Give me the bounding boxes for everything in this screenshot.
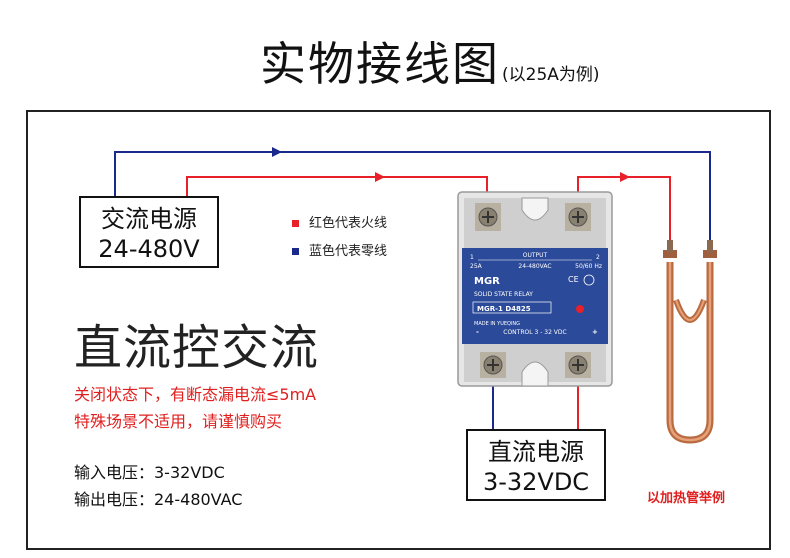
dc-source-voltage: 3-32VDC <box>482 468 590 496</box>
warning-leakage: 关闭状态下，有断态漏电流≤5mA <box>74 385 317 404</box>
heater-left-nut <box>663 250 677 258</box>
heater-right-nut <box>703 250 717 258</box>
relay-plus: + <box>592 328 598 336</box>
terminal-1-screw <box>475 203 501 231</box>
relay-terminal-1-label: 1 <box>470 254 474 261</box>
legend-blue: 蓝色代表零线 <box>292 240 387 259</box>
live-wire-arrow-2 <box>620 172 630 182</box>
live-wire-ac <box>186 176 488 212</box>
relay-led <box>576 305 584 313</box>
dc-source-label: 直流电源 <box>488 438 584 466</box>
red-square-icon <box>292 220 299 227</box>
relay-top-slot <box>521 197 549 221</box>
legend-blue-label: 蓝色代表零线 <box>309 244 388 259</box>
relay-spec-left: 25A <box>470 263 483 270</box>
relay-model: MGR-1 D4825 <box>477 305 531 313</box>
ac-power-source-box: 交流电源 24-480V <box>79 196 219 268</box>
heater-right-terminal <box>707 240 713 252</box>
dc-controls-ac-heading: 直流控交流 <box>74 320 320 376</box>
relay-spec-right: 50/60 Hz <box>575 263 602 270</box>
warning-special: 特殊场景不适用，请谨慎购买 <box>74 412 283 431</box>
relay-control: CONTROL 3 - 32 VDC <box>503 329 566 336</box>
ac-source-voltage: 24-480V <box>98 235 200 263</box>
relay-brand: MGR <box>474 276 500 287</box>
relay-minus: - <box>476 328 479 336</box>
ccc-mark <box>583 274 595 286</box>
ce-mark: CE <box>568 275 579 284</box>
relay-output-label: OUTPUT <box>523 252 548 259</box>
relay-bottom-slot <box>521 361 549 387</box>
relay-spec-mid: 24-480VAC <box>518 263 551 270</box>
terminal-minus-screw <box>480 352 506 378</box>
heater-left-terminal <box>667 240 673 252</box>
heater-tube <box>663 240 717 444</box>
legend-red-label: 红色代表火线 <box>309 216 388 231</box>
spec-output-voltage: 输出电压：24-480VAC <box>74 490 243 509</box>
diagram-frame <box>26 110 771 550</box>
relay-type: SOLID STATE RELAY <box>474 291 533 298</box>
title-main: 实物接线图 <box>260 37 500 91</box>
live-wire-arrow-1 <box>375 172 385 182</box>
terminal-2-screw <box>565 203 591 231</box>
neutral-wire-arrow <box>272 147 282 157</box>
relay-made-in: MADE IN YUEQING <box>474 321 520 327</box>
dc-power-source-box: 直流电源 3-32VDC <box>466 429 606 501</box>
legend-red: 红色代表火线 <box>292 212 387 231</box>
heater-example-note: 以加热管举例 <box>647 491 726 506</box>
relay-terminal-2-label: 2 <box>596 254 600 261</box>
solid-state-relay: OUTPUT 1 2 25A 24-480VAC 50/60 Hz MGR CE… <box>457 191 613 387</box>
ac-source-label: 交流电源 <box>101 205 197 233</box>
page-title: 实物接线图(以25A为例) <box>260 28 600 94</box>
blue-square-icon <box>292 248 299 255</box>
terminal-plus-screw <box>565 352 591 378</box>
neutral-wire-ac <box>114 151 711 240</box>
title-sub: (以25A为例) <box>502 65 600 85</box>
spec-input-voltage: 输入电压：3-32VDC <box>74 463 225 482</box>
relay-body <box>462 248 608 344</box>
